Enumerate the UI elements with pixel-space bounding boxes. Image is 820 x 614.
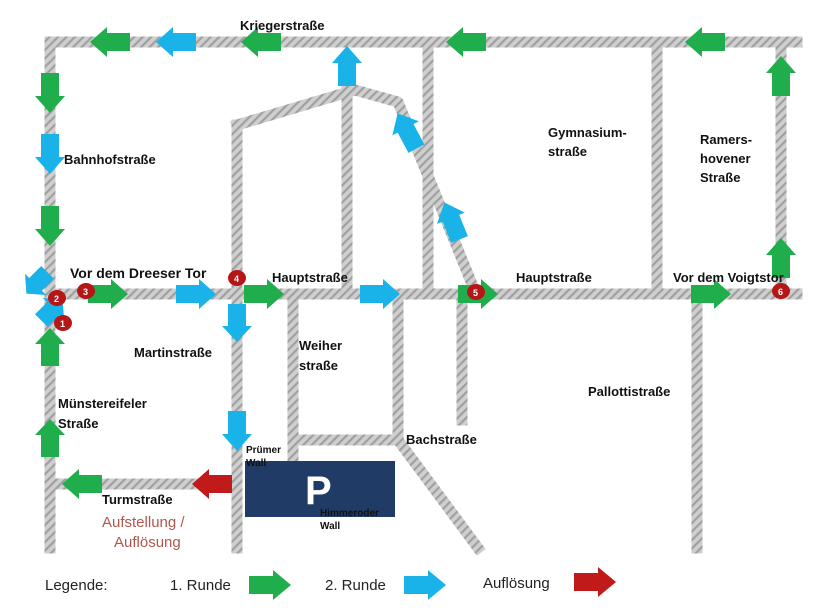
svg-text:1: 1 <box>60 319 65 329</box>
round1-arrow <box>685 27 725 57</box>
dissolve-arrow <box>192 469 232 499</box>
legend-dissolve-label: Auflösung <box>483 575 550 592</box>
label-turmstrasse: Turmstraße <box>102 492 173 507</box>
route-arrows <box>24 27 796 499</box>
round2-arrow <box>332 46 362 86</box>
legend-title: Legende: <box>45 577 108 594</box>
svg-text:5: 5 <box>473 288 478 298</box>
round1-arrow <box>88 279 128 309</box>
label-muenstereifeler-1: Münstereifeler <box>58 396 147 411</box>
label-hauptstrasse-2: Hauptstraße <box>516 270 592 285</box>
legend-round1-label: 1. Runde <box>170 577 231 594</box>
svg-text:3: 3 <box>83 287 88 297</box>
parking-area <box>245 461 395 517</box>
label-weiher-1: Weiher <box>299 338 342 353</box>
marker-4: 4 <box>228 270 246 286</box>
marker-5: 5 <box>467 284 485 300</box>
label-ramers-3: Straße <box>700 170 740 185</box>
svg-text:6: 6 <box>778 287 783 297</box>
round1-arrow <box>691 279 731 309</box>
road-diagonal <box>230 84 484 302</box>
marker-6: 6 <box>772 283 790 299</box>
round2-arrow <box>24 266 54 296</box>
label-aufstellung: Aufstellung / <box>102 514 185 531</box>
marker-1: 1 <box>54 315 72 331</box>
round2-arrow <box>222 411 252 451</box>
label-aufloesung: Auflösung <box>114 534 181 551</box>
label-vor-dem-voigtstor: Vor dem Voigtstor <box>673 270 784 285</box>
round1-arrow <box>35 206 65 246</box>
legend-dissolve-arrow <box>574 567 616 597</box>
round1-arrow <box>90 27 130 57</box>
label-gymnasium-1: Gymnasium- <box>548 125 627 140</box>
round2-arrow <box>222 304 252 342</box>
street-network <box>44 36 803 556</box>
round1-arrow <box>446 27 486 57</box>
round2-arrow <box>392 113 425 153</box>
legend-round2-label: 2. Runde <box>325 577 386 594</box>
round2-arrow <box>436 202 468 243</box>
round1-arrow <box>766 238 796 278</box>
round2-arrow <box>360 279 400 309</box>
round2-arrow <box>176 279 216 309</box>
label-vor-dem-dreeser-tor: Vor dem Dreeser Tor <box>70 265 207 281</box>
label-pruemer-1: Prümer <box>246 445 281 456</box>
legend: Legende: 1. Runde 2. Runde Auflösung <box>45 567 616 600</box>
round1-arrow <box>35 73 65 113</box>
label-ramers-1: Ramers- <box>700 132 752 147</box>
round1-arrow <box>35 419 65 457</box>
marker-2: 2 <box>48 290 66 306</box>
label-ramers-2: hovener <box>700 151 751 166</box>
round2-arrow <box>156 27 196 57</box>
label-kriegerstrasse: Kriegerstraße <box>240 18 325 33</box>
label-muenstereifeler-2: Straße <box>58 416 98 431</box>
label-martinstrasse: Martinstraße <box>134 345 212 360</box>
label-gymnasium-2: straße <box>548 144 587 159</box>
round1-arrow <box>766 56 796 96</box>
road-bach-diagonal <box>390 432 486 556</box>
svg-text:4: 4 <box>234 274 239 284</box>
label-bahnhofstrasse: Bahnhofstraße <box>64 152 156 167</box>
marker-3: 3 <box>77 283 95 299</box>
label-himmeroder-2: Wall <box>320 521 340 532</box>
label-hauptstrasse-1: Hauptstraße <box>272 270 348 285</box>
label-pallottistrasse: Pallottistraße <box>588 384 670 399</box>
label-pruemer-2: Wall <box>246 458 266 469</box>
svg-text:2: 2 <box>54 294 59 304</box>
legend-round1-arrow <box>249 570 291 600</box>
round2-arrow <box>35 134 65 174</box>
label-weiher-2: straße <box>299 358 338 373</box>
round1-arrow <box>241 27 281 57</box>
parking-symbol: P <box>305 469 332 513</box>
label-himmeroder-1: Himmeroder <box>320 508 379 519</box>
round1-arrow <box>35 328 65 366</box>
legend-round2-arrow <box>404 570 446 600</box>
round1-arrow <box>62 469 102 499</box>
round1-arrow <box>244 279 284 309</box>
label-bachstrasse: Bachstraße <box>406 432 477 447</box>
